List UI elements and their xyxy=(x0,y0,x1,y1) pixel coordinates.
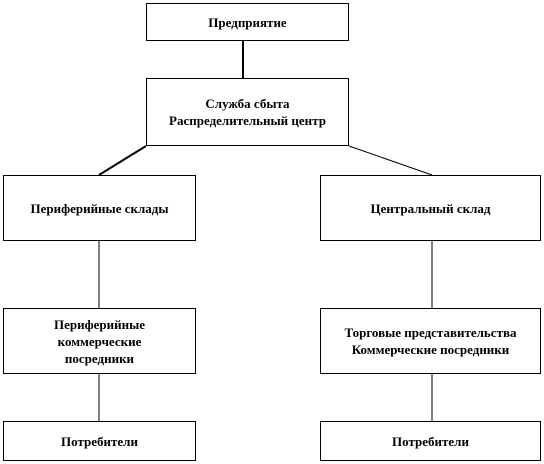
link-sales-central-warehouse xyxy=(348,145,433,176)
node-trade-representations-label-1: Торговые представительства xyxy=(344,325,517,340)
node-peripheral-warehouses-label: Периферийные склады xyxy=(30,200,169,216)
link-sales-peripheral-warehouses xyxy=(98,145,147,176)
node-peripheral-intermediaries-label-2: коммерческие xyxy=(57,333,142,349)
node-peripheral-intermediaries-label-3: посредники xyxy=(64,350,135,366)
node-central-warehouse: Центральный склад xyxy=(320,175,541,241)
node-peripheral-intermediaries: Периферийные коммерческие посредники xyxy=(3,308,196,374)
node-trade-representations: Торговые представительства Коммерческие … xyxy=(320,308,541,374)
node-consumers-right-label: Потребители xyxy=(392,433,469,449)
node-consumers-left-label: Потребители xyxy=(61,433,138,449)
node-enterprise-label: Предприятие xyxy=(208,14,287,30)
node-peripheral-intermediaries-label-1: Периферийные xyxy=(54,316,145,332)
node-sales-service: Служба сбыта Распределительный центр xyxy=(146,78,349,146)
node-sales-service-label-2: Распределительный центр xyxy=(169,113,326,128)
node-consumers-left: Потребители xyxy=(3,421,196,461)
node-trade-representations-label-2: Коммерческие посредники xyxy=(351,342,510,357)
node-sales-service-label-1: Служба сбыта xyxy=(205,96,290,111)
node-peripheral-warehouses: Периферийные склады xyxy=(3,175,196,241)
node-central-warehouse-label: Центральный склад xyxy=(370,200,491,216)
node-consumers-right: Потребители xyxy=(320,421,541,461)
node-enterprise: Предприятие xyxy=(146,3,349,41)
